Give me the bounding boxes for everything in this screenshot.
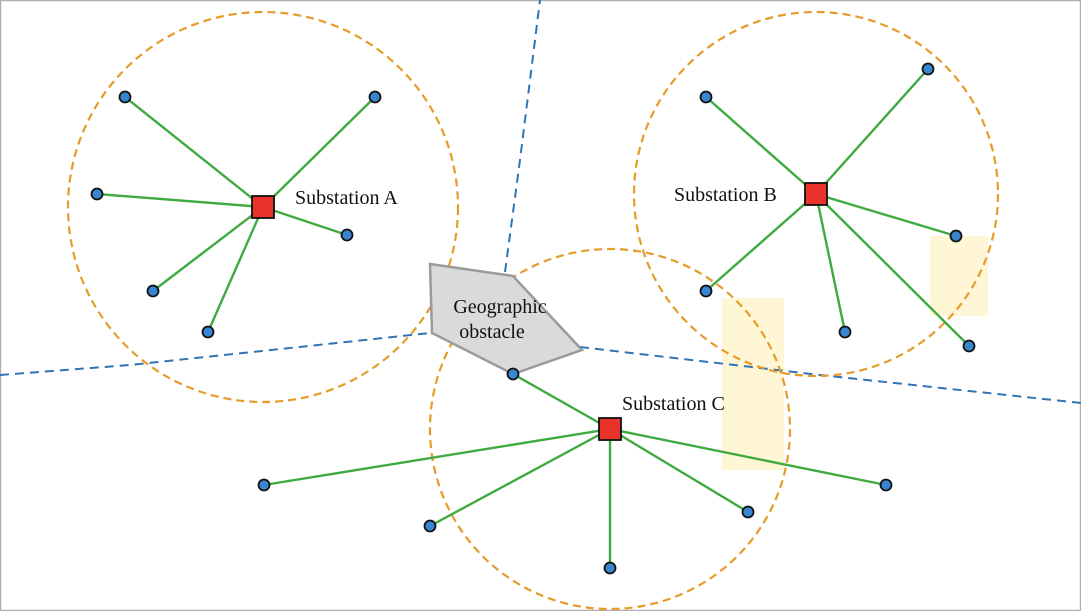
load-node-icon bbox=[257, 478, 271, 492]
load-node-icon bbox=[146, 284, 160, 298]
load-node-icon bbox=[949, 229, 963, 243]
feeder-line bbox=[206, 206, 265, 333]
feeder-line bbox=[609, 427, 749, 514]
load-node-icon bbox=[879, 478, 893, 492]
load-node-icon bbox=[506, 367, 520, 381]
feeder-line bbox=[263, 427, 611, 487]
boundary-top bbox=[504, 0, 541, 273]
obstacle-label-line2: obstacle bbox=[459, 321, 525, 343]
feeder-line bbox=[262, 205, 348, 237]
service-circles bbox=[66, 10, 1000, 611]
substation-c-label: Substation C bbox=[622, 393, 725, 415]
load-node-icon bbox=[340, 228, 354, 242]
overlap-highlight-bc bbox=[722, 298, 784, 470]
load-node-icon bbox=[118, 90, 132, 104]
load-node-icon bbox=[90, 187, 104, 201]
substation-b-label: Substation B bbox=[674, 184, 777, 206]
load-node-icon bbox=[699, 284, 713, 298]
feeder-line bbox=[152, 206, 264, 292]
substation-a-label: Substation A bbox=[295, 187, 398, 209]
service-circle-c bbox=[428, 247, 792, 611]
load-node-icon bbox=[838, 325, 852, 339]
feeder-line bbox=[705, 193, 817, 292]
boundary-right bbox=[579, 346, 1081, 404]
load-node-icon bbox=[962, 339, 976, 353]
feeder-line bbox=[705, 96, 817, 195]
service-circle-b bbox=[632, 10, 1000, 378]
feeder-line bbox=[815, 68, 929, 195]
substation-a-icon bbox=[251, 195, 275, 219]
load-node-icon bbox=[699, 90, 713, 104]
geographic-obstacle: Geographic obstacle bbox=[428, 262, 585, 376]
feeder-lines bbox=[96, 68, 970, 568]
feeder-line bbox=[815, 192, 957, 238]
zone-boundaries bbox=[0, 0, 1081, 404]
service-circle-a bbox=[66, 10, 460, 404]
load-node-icon bbox=[368, 90, 382, 104]
load-node-icon bbox=[201, 325, 215, 339]
substation-c-icon bbox=[598, 417, 622, 441]
obstacle-shape bbox=[428, 262, 585, 376]
feeder-line bbox=[262, 96, 376, 208]
load-node-icon bbox=[603, 561, 617, 575]
feeder-line bbox=[124, 96, 264, 208]
feeder-line bbox=[815, 193, 970, 347]
load-node-icon bbox=[423, 519, 437, 533]
load-node-icon bbox=[741, 505, 755, 519]
load-node-icon bbox=[921, 62, 935, 76]
obstacle-label-line1: Geographic bbox=[453, 296, 546, 318]
boundary-left bbox=[0, 332, 431, 376]
feeder-line bbox=[429, 427, 611, 528]
substations bbox=[251, 182, 828, 441]
load-nodes bbox=[90, 62, 976, 575]
substation-b-icon bbox=[804, 182, 828, 206]
feeder-line bbox=[96, 192, 264, 209]
feeder-line bbox=[814, 193, 847, 333]
feeder-line bbox=[512, 372, 611, 431]
feeder-line bbox=[609, 427, 887, 487]
